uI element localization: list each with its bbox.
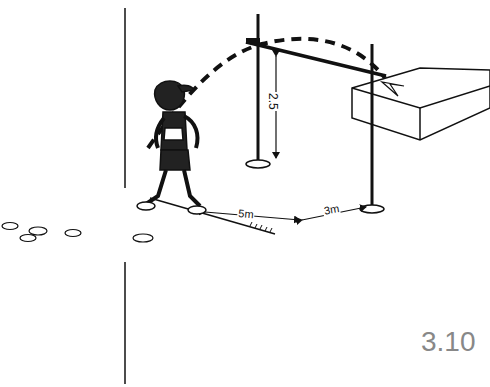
figure-number: 3.10 <box>420 326 477 358</box>
athlete <box>137 81 206 214</box>
landing-arrow <box>382 82 404 96</box>
distance-value: 5m <box>237 207 255 220</box>
footprints <box>2 223 153 243</box>
distance-value: 3m <box>322 202 341 217</box>
divider-line <box>124 262 126 384</box>
divider-line <box>124 8 126 188</box>
take-off-ticks <box>250 222 272 232</box>
left-post <box>246 14 270 168</box>
crossbar <box>246 42 386 76</box>
height-value: 2.5 <box>266 92 280 111</box>
